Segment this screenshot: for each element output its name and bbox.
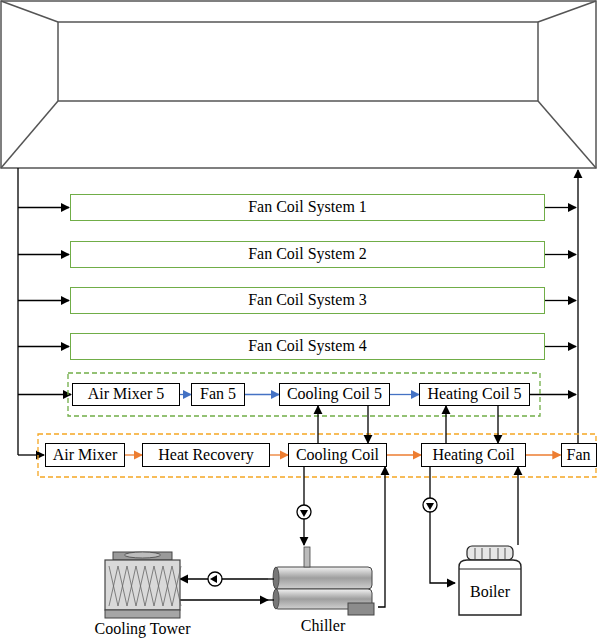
- fan-coil-box: Fan Coil System 3: [70, 287, 545, 314]
- flow-connector: [180, 394, 191, 395]
- component-label: Fan Coil System 2: [248, 245, 367, 263]
- flow-connector: [445, 406, 446, 443]
- component-label: Fan Coil System 1: [248, 198, 367, 216]
- flow-connector: [180, 578, 268, 579]
- flow-connector: [526, 454, 561, 455]
- fan-coil-box: Fan Coil System 4: [70, 333, 545, 360]
- pump-symbol: [297, 505, 311, 519]
- process-box: Heating Coil: [421, 443, 526, 467]
- component-label: Cooling Tower: [95, 620, 191, 638]
- flow-connector: [125, 454, 142, 455]
- flow-connector: [390, 394, 419, 395]
- flow-connector: [497, 406, 498, 443]
- flow-connector: [367, 406, 368, 443]
- component-label: Chiller: [301, 617, 345, 635]
- main-air-handler-group: [38, 434, 596, 477]
- cooling-tower-icon-drawing: [105, 552, 180, 618]
- flow-connector: [517, 467, 518, 545]
- component-label: Boiler: [470, 583, 510, 601]
- boiler-icon: Boiler: [455, 545, 525, 617]
- pump-symbol: [423, 498, 437, 512]
- component-label: Heating Coil: [432, 446, 514, 464]
- flow-connector: [317, 406, 318, 443]
- process-box: Heat Recovery: [142, 443, 270, 467]
- supply-air-lines: [18, 168, 71, 455]
- flow-connector: [245, 394, 279, 395]
- process-box: Cooling Coil: [288, 443, 387, 467]
- component-label: Fan 5: [200, 385, 236, 403]
- flow-connector: [180, 599, 268, 600]
- component-label: Cooling Coil 5: [287, 385, 382, 403]
- cooling-tower-icon: Cooling Tower: [105, 552, 180, 618]
- component-label: Air Mixer: [53, 446, 117, 464]
- fan-coil-box: Fan Coil System 2: [70, 241, 545, 268]
- component-label: Cooling Coil: [296, 446, 379, 464]
- boiler-icon-drawing: [455, 545, 525, 617]
- air-handler-5-group: [68, 373, 540, 416]
- process-box: Cooling Coil 5: [279, 383, 390, 406]
- process-box: Heating Coil 5: [419, 383, 530, 406]
- component-label: Fan: [567, 446, 591, 464]
- component-label: Heat Recovery: [158, 446, 254, 464]
- flow-connector: [270, 454, 288, 455]
- fan-coil-box: Fan Coil System 1: [70, 194, 545, 221]
- process-box: Air Mixer 5: [72, 383, 180, 406]
- process-box: Air Mixer: [45, 443, 125, 467]
- room-outline: [1, 1, 596, 168]
- component-label: Fan Coil System 3: [248, 291, 367, 309]
- component-label: Fan Coil System 4: [248, 337, 367, 355]
- chiller-icon-drawing: [268, 545, 378, 615]
- component-label: Heating Coil 5: [427, 385, 521, 403]
- pump-symbol: [208, 572, 222, 586]
- flow-connector: [378, 467, 385, 607]
- process-box: Fan 5: [191, 383, 245, 406]
- flow-connector: [387, 454, 421, 455]
- component-label: Air Mixer 5: [88, 385, 164, 403]
- flow-connector: [430, 467, 455, 583]
- chiller-icon: Chiller: [268, 545, 378, 615]
- process-box: Fan: [561, 443, 597, 467]
